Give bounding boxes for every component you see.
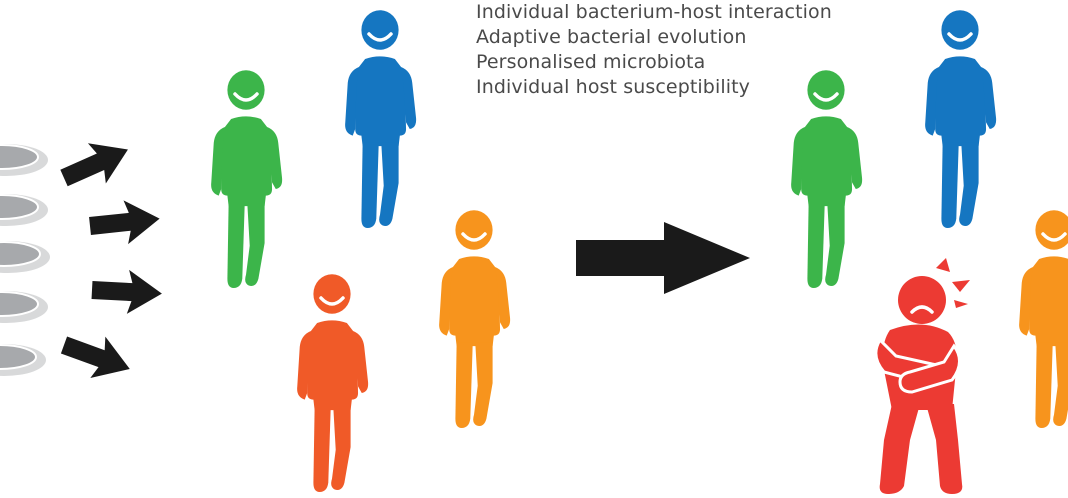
pain-mark-3 [954,300,968,308]
person-orange-left [439,210,511,428]
person-green-left [211,70,283,288]
bacterium-4 [0,290,49,324]
smile-mark [461,232,487,242]
factor-item-personalised-microbiota: Personalised microbiota [476,51,706,73]
person-sick-right [874,258,970,494]
factor-item-host-susceptibility: Individual host susceptibility [476,76,750,98]
factor-item-bacterium-host: Individual bacterium-host interaction [476,1,832,23]
smile-mark [367,32,393,42]
person-blue-left [345,10,417,229]
bacterium-1 [0,143,49,177]
factor-list: Individual bacterium-host interaction Ad… [476,0,832,100]
person-green-right [791,70,863,288]
smile-mark [813,92,839,102]
bacterium-5 [0,343,47,377]
smile-mark [1041,232,1067,242]
pain-mark-1 [936,258,950,272]
person-blue-right [925,10,997,229]
small-arrow-3 [90,268,164,316]
person-redorange-left [297,274,369,492]
smile-mark [319,296,345,306]
bacteria-group [0,143,51,377]
small-arrow-2 [87,196,162,248]
group-before [211,10,511,492]
small-arrow-1 [55,129,137,199]
group-after [791,10,1068,494]
smile-mark [947,32,973,42]
smile-mark [233,92,259,102]
outcome-arrow [576,222,750,294]
pain-mark-2 [952,280,970,292]
bacterium-3 [0,240,51,274]
bacterium-2 [0,193,49,227]
factor-item-adaptive-evolution: Adaptive bacterial evolution [476,26,747,48]
small-arrow-4 [56,324,138,390]
person-orange-right [1019,210,1068,428]
frown-mark [910,305,934,314]
infection-arrows [55,129,164,390]
